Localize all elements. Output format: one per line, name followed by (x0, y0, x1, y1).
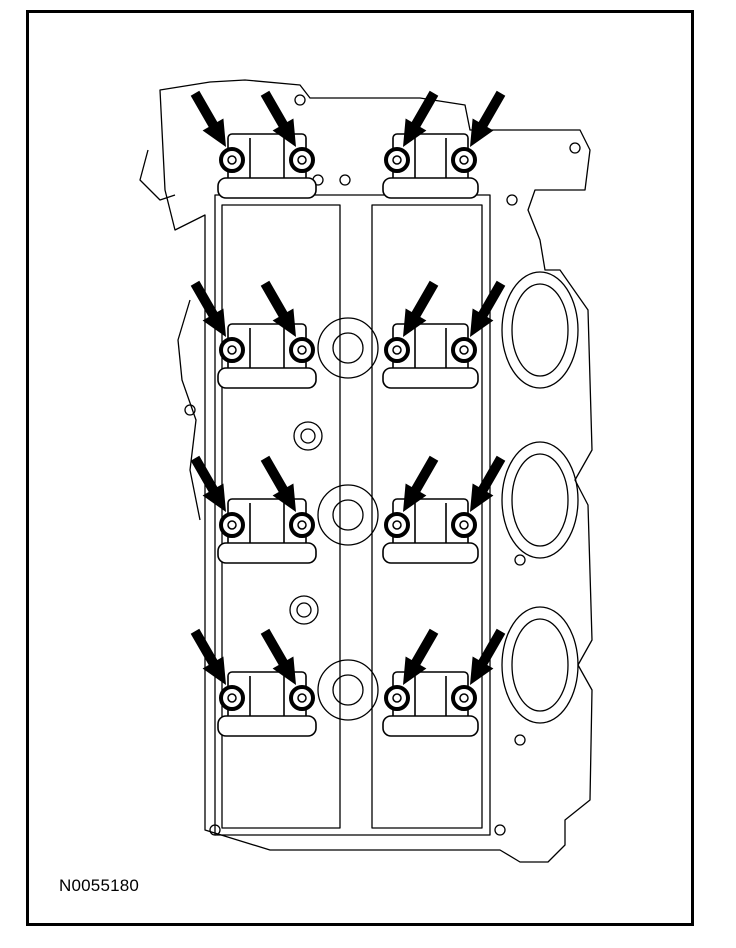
bolt-group (219, 147, 477, 711)
pointer-arrow-icon (403, 455, 439, 512)
lash-adjuster (293, 421, 323, 451)
bolt-icon (289, 337, 315, 363)
spark-plug-well-inner (332, 674, 364, 706)
exhaust-port-inner (511, 283, 569, 377)
bolt-center (392, 345, 402, 355)
bolt-icon (384, 147, 410, 173)
bolt-center (459, 345, 469, 355)
lash-adjuster (289, 595, 319, 625)
left-flange (177, 299, 201, 521)
lash-adjuster-inner (300, 428, 316, 444)
camshaft-journal (382, 542, 479, 564)
camshaft-journal (382, 177, 479, 199)
exhaust-port-outline (501, 271, 579, 389)
bolt-icon (289, 147, 315, 173)
pointer-arrow-icon (260, 455, 296, 512)
bolt-center (392, 155, 402, 165)
bolt-center (227, 520, 237, 530)
bolt-icon (219, 685, 245, 711)
pointer-arrow-icon (470, 280, 506, 337)
pointer-arrow-icon (260, 90, 296, 147)
pointer-arrow-icon (190, 455, 226, 512)
left-ear (139, 149, 176, 201)
head-body-outline (159, 79, 593, 863)
mounting-hole (494, 824, 506, 836)
pointer-arrow-icon (403, 280, 439, 337)
pointer-arrow-icon (470, 455, 506, 512)
mounting-hole (339, 174, 351, 186)
bolt-icon (451, 337, 477, 363)
mounting-hole (294, 94, 306, 106)
left-cam-bay (221, 204, 341, 829)
bolt-center (227, 693, 237, 703)
bolt-center (297, 155, 307, 165)
exhaust-port-inner (511, 618, 569, 712)
camshaft-journal (217, 542, 317, 564)
spark-plug-well-inner (332, 332, 364, 364)
bolt-icon (384, 512, 410, 538)
spark-plug-well-inner (332, 499, 364, 531)
bolt-center (227, 345, 237, 355)
camshaft-journal (217, 715, 317, 737)
mounting-hole (209, 824, 221, 836)
pointer-arrow-icon (190, 628, 226, 685)
pointer-arrow-icon (190, 90, 226, 147)
bolt-icon (219, 337, 245, 363)
pointer-arrow-icon (403, 90, 439, 147)
bolt-icon (451, 685, 477, 711)
cylinder-head-outline (139, 79, 593, 863)
bolt-icon (451, 512, 477, 538)
bolt-icon (219, 512, 245, 538)
mounting-hole (514, 554, 526, 566)
bolt-icon (384, 337, 410, 363)
bolt-center (459, 693, 469, 703)
camshaft-journal (217, 177, 317, 199)
camshaft-journal (217, 367, 317, 389)
pointer-arrow-icon (403, 628, 439, 685)
bolt-center (459, 520, 469, 530)
camshaft-journal (382, 715, 479, 737)
pointer-arrow-icon (190, 280, 226, 337)
bolt-icon (289, 512, 315, 538)
exhaust-port-outline (501, 441, 579, 559)
mounting-hole (506, 194, 518, 206)
mounting-hole (569, 142, 581, 154)
bolt-center (227, 155, 237, 165)
pointer-arrow-icon (260, 280, 296, 337)
bolt-icon (451, 147, 477, 173)
bolt-icon (289, 685, 315, 711)
arrow-group (190, 90, 506, 685)
bolt-center (297, 693, 307, 703)
exhaust-port-outline (501, 606, 579, 724)
spark-plug-well (317, 659, 379, 721)
mounting-hole (514, 734, 526, 746)
bolt-center (297, 520, 307, 530)
exhaust-port-inner (511, 453, 569, 547)
bolt-center (297, 345, 307, 355)
pointer-arrow-icon (260, 628, 296, 685)
spark-plug-well (317, 317, 379, 379)
bolt-center (392, 693, 402, 703)
diagram-frame (26, 10, 694, 926)
lash-adjuster-inner (296, 602, 312, 618)
mounting-hole (184, 404, 196, 416)
right-cam-bay (371, 204, 483, 829)
bolt-icon (219, 147, 245, 173)
camshaft-journal (382, 367, 479, 389)
bearing-caps (217, 133, 479, 737)
bolt-center (392, 520, 402, 530)
bolt-center (459, 155, 469, 165)
bolt-icon (384, 685, 410, 711)
pointer-arrow-icon (470, 628, 506, 685)
spark-plug-well (317, 484, 379, 546)
pointer-arrow-icon (470, 90, 506, 147)
figure-id-label: N0055180 (59, 876, 140, 895)
